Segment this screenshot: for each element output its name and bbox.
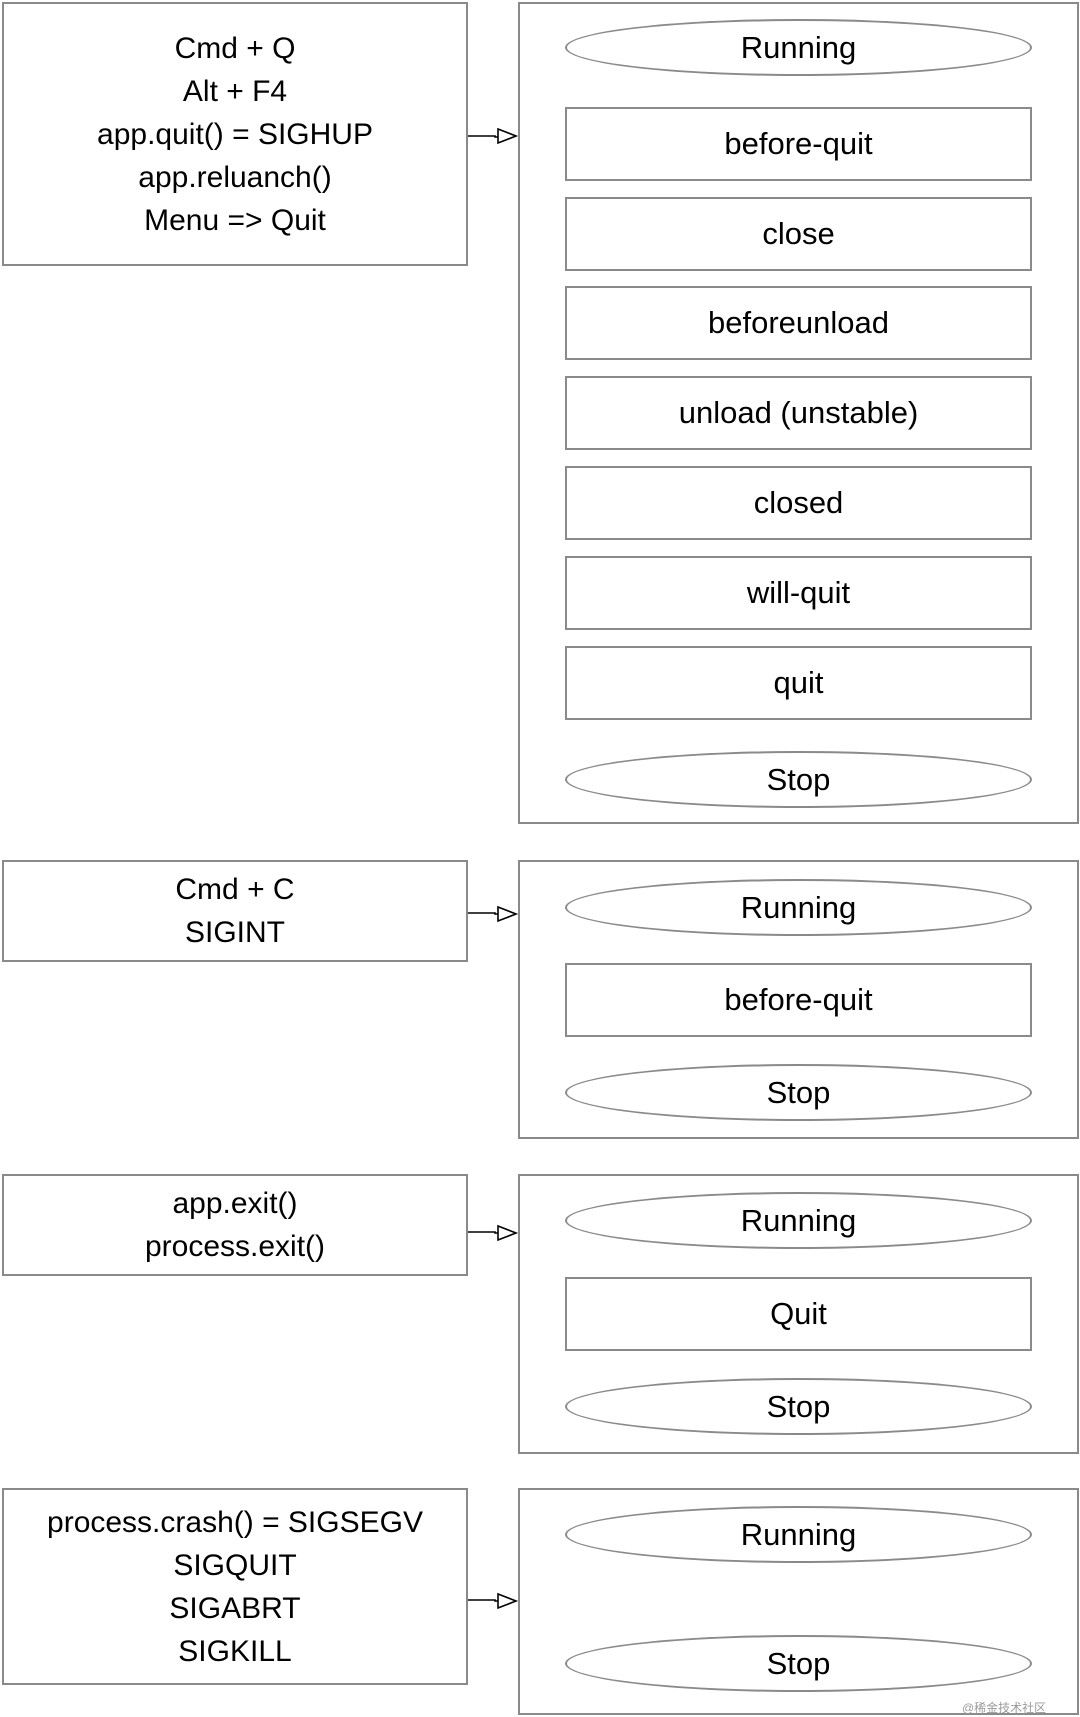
event-beforeunload: beforeunload [565,286,1032,360]
state-stop: Stop [565,1064,1032,1121]
trigger-line: SIGQUIT [173,1548,297,1582]
trigger-line: process.exit() [144,1230,326,1263]
event-will-quit: will-quit [565,556,1032,630]
trigger-line: Alt + F4 [182,74,288,108]
event-quit: quit [565,646,1032,720]
state-running: Running [565,879,1032,936]
event-close: close [565,197,1032,271]
trigger-line: app.reluanch() [138,160,332,194]
trigger-line: SIGKILL [178,1634,292,1668]
arrow-crash [468,1592,519,1610]
event-quit: Quit [565,1277,1032,1351]
event-closed: closed [565,466,1032,540]
state-stop: Stop [565,751,1032,808]
trigger-line: SIGABRT [169,1591,301,1625]
state-running: Running [565,1506,1032,1563]
trigger-line: Cmd + C [175,873,295,906]
state-stop: Stop [565,1378,1032,1435]
trigger-box-quit: Cmd + Q Alt + F4 app.quit() = SIGHUP app… [2,2,468,266]
trigger-line: app.exit() [172,1187,298,1220]
watermark-text: @稀金技术社区 [962,1701,1047,1715]
arrow-quit [468,127,519,145]
trigger-line: app.quit() = SIGHUP [97,117,373,151]
arrow-exit [468,1224,519,1242]
trigger-box-exit: app.exit() process.exit() [2,1174,468,1276]
arrow-sigint [468,905,519,923]
trigger-line: Cmd + Q [174,31,296,65]
trigger-line: SIGINT [184,916,285,949]
event-before-quit: before-quit [565,107,1032,181]
event-unload: unload (unstable) [565,376,1032,450]
state-stop: Stop [565,1635,1032,1692]
trigger-box-sigint: Cmd + C SIGINT [2,860,468,962]
event-before-quit: before-quit [565,963,1032,1037]
trigger-box-crash: process.crash() = SIGSEGV SIGQUIT SIGABR… [2,1488,468,1685]
trigger-line: Menu => Quit [144,203,326,237]
trigger-line: process.crash() = SIGSEGV [47,1505,423,1539]
state-running: Running [565,1192,1032,1249]
state-running: Running [565,19,1032,76]
